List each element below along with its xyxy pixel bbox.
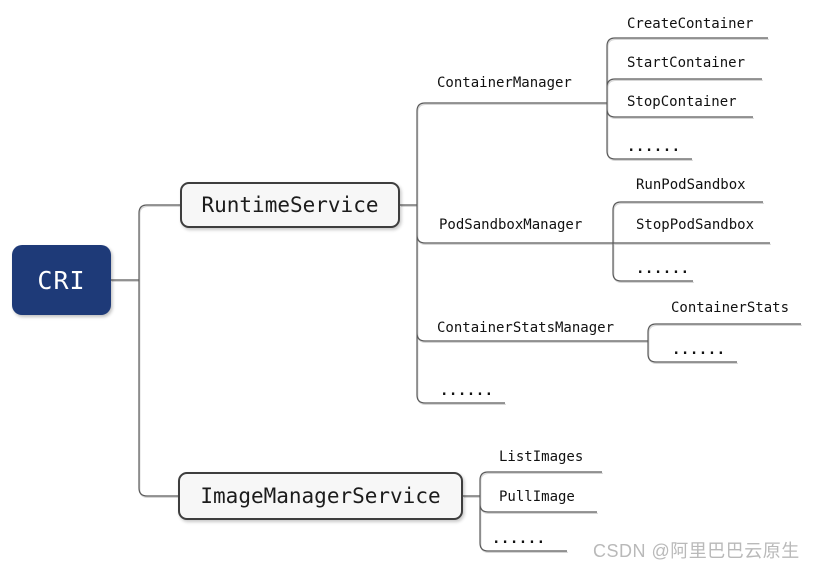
leaf-pull-image: PullImage: [499, 489, 575, 505]
leaf-pod-sandbox-ellipsis: ......: [636, 261, 690, 277]
leaf-create-container: CreateContainer: [627, 16, 754, 32]
leaf-run-pod-sandbox: RunPodSandbox: [636, 177, 746, 193]
leaf-start-container: StartContainer: [627, 55, 746, 71]
leaf-container-stats: ContainerStats: [671, 300, 790, 316]
leaf-stop-container: StopContainer: [627, 94, 737, 110]
node-runtime-service-ellipsis: ......: [440, 383, 494, 399]
leaf-image-manager-ellipsis: ......: [492, 531, 546, 547]
csdn-watermark: CSDN @阿里巴巴云原生: [593, 541, 800, 561]
node-pod-sandbox-manager: PodSandboxManager: [439, 217, 583, 233]
node-container-stats-manager: ContainerStatsManager: [437, 320, 615, 336]
node-cri: CRI: [12, 245, 111, 315]
leaf-stop-pod-sandbox: StopPodSandbox: [636, 217, 755, 233]
node-container-manager: ContainerManager: [437, 75, 572, 91]
node-image-manager-service: ImageManagerService: [178, 472, 463, 520]
node-runtime-service: RuntimeService: [180, 182, 400, 228]
leaf-list-images: ListImages: [499, 449, 584, 465]
leaf-container-manager-ellipsis: ......: [627, 139, 681, 155]
leaf-container-stats-ellipsis: ......: [672, 342, 726, 358]
